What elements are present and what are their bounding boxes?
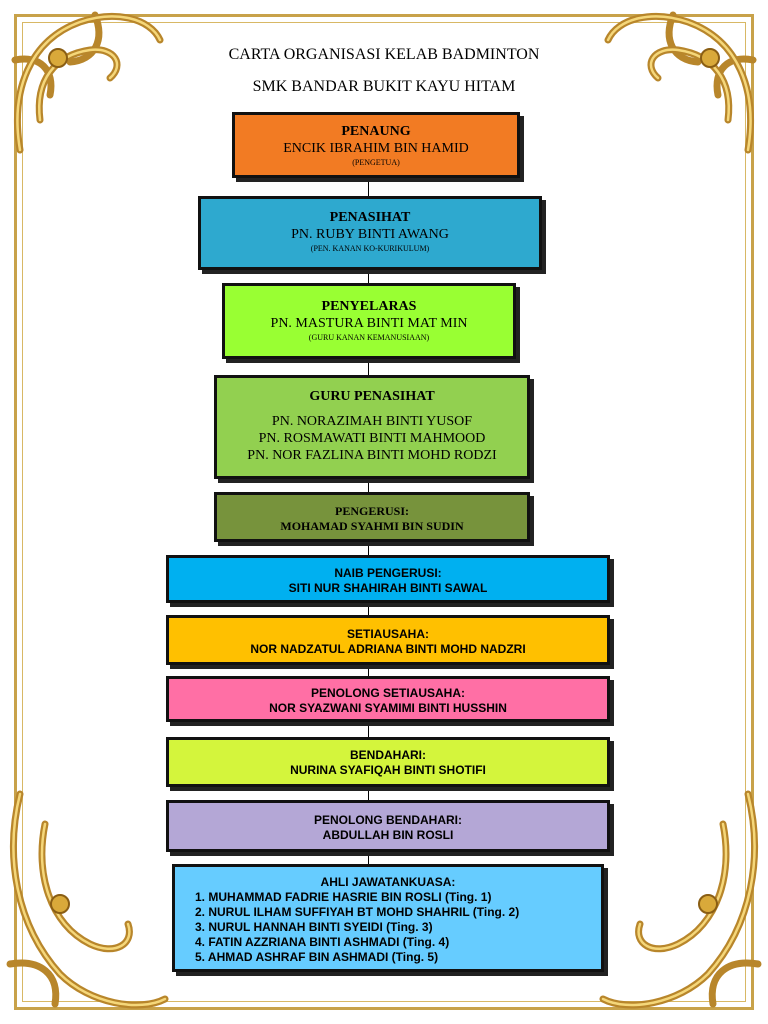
- node-guru-penasihat: GURU PENASIHAT PN. NORAZIMAH BINTI YUSOF…: [214, 375, 530, 479]
- node-role: PENGERUSI:: [334, 504, 409, 518]
- node-penolong-setiausaha: PENOLONG SETIAUSAHA: NOR SYAZWANI SYAMIM…: [166, 676, 610, 722]
- node-bendahari: BENDAHARI: NURINA SYAFIQAH BINTI SHOTIFI: [166, 737, 610, 787]
- node-name: NURINA SYAFIQAH BINTI SHOTIFI: [290, 763, 486, 777]
- node-note: (PENGETUA): [352, 158, 400, 167]
- node-ahli-jawatankuasa: AHLI JAWATANKUASA: 1. MUHAMMAD FADRIE HA…: [172, 864, 604, 972]
- list-item: 1. MUHAMMAD FADRIE HASRIE BIN ROSLI (Tin…: [195, 890, 492, 904]
- page-frame-inner: [22, 22, 746, 1002]
- node-role: PENASIHAT: [329, 210, 411, 225]
- member-list: 1. MUHAMMAD FADRIE HASRIE BIN ROSLI (Tin…: [195, 890, 601, 965]
- node-name: PN. MASTURA BINTI MAT MIN: [270, 316, 468, 331]
- node-name: PN. ROSMAWATI BINTI MAHMOOD: [258, 431, 486, 446]
- node-name: NOR SYAZWANI SYAMIMI BINTI HUSSHIN: [269, 701, 507, 715]
- list-item: 4. FATIN AZZRIANA BINTI ASHMADI (Ting. 4…: [195, 935, 450, 949]
- node-pengerusi: PENGERUSI: MOHAMAD SYAHMI BIN SUDIN: [214, 492, 530, 542]
- node-role: PENOLONG SETIAUSAHA:: [310, 686, 465, 700]
- ornament-top-right-icon: [604, 11, 757, 154]
- ornament-top-left-icon: [11, 11, 164, 154]
- node-role: PENAUNG: [341, 124, 411, 139]
- page-frame: [14, 14, 754, 1010]
- node-setiausaha: SETIAUSAHA: NOR NADZATUL ADRIANA BINTI M…: [166, 615, 610, 665]
- node-name: ABDULLAH BIN ROSLI: [322, 828, 454, 842]
- ornament-bottom-right-icon: [599, 790, 762, 1009]
- node-role: PENOLONG BENDAHARI:: [313, 813, 462, 827]
- node-name: PN. NOR FAZLINA BINTI MOHD RODZI: [247, 448, 497, 463]
- node-naib-pengerusi: NAIB PENGERUSI: SITI NUR SHAHIRAH BINTI …: [166, 555, 610, 603]
- chart-title-line-1: CARTA ORGANISASI KELAB BADMINTON: [228, 46, 540, 63]
- list-item: 2. NURUL ILHAM SUFFIYAH BT MOHD SHAHRIL …: [195, 905, 520, 919]
- node-penolong-bendahari: PENOLONG BENDAHARI: ABDULLAH BIN ROSLI: [166, 800, 610, 852]
- node-role: GURU PENASIHAT: [309, 389, 435, 404]
- node-penasihat: PENASIHAT PN. RUBY BINTI AWANG (PEN. KAN…: [198, 196, 542, 270]
- chart-title-line-2: SMK BANDAR BUKIT KAYU HITAM: [252, 78, 516, 95]
- node-role: SETIAUSAHA:: [346, 627, 429, 641]
- node-name: PN. RUBY BINTI AWANG: [291, 227, 449, 242]
- node-name: ENCIK IBRAHIM BIN HAMID: [283, 141, 469, 156]
- node-note: (GURU KANAN KEMANUSIAAN): [308, 333, 430, 342]
- ornament-bottom-left-icon: [6, 790, 169, 1009]
- node-role: NAIB PENGERUSI:: [334, 566, 442, 580]
- node-name: PN. NORAZIMAH BINTI YUSOF: [271, 414, 473, 429]
- node-role: AHLI JAWATANKUASA:: [320, 875, 456, 889]
- node-name: NOR NADZATUL ADRIANA BINTI MOHD NADZRI: [250, 642, 526, 656]
- list-item: 5. AHMAD ASHRAF BIN ASHMADI (Ting. 5): [195, 950, 439, 964]
- list-item: 3. NURUL HANNAH BINTI SYEIDI (Ting. 3): [195, 920, 433, 934]
- node-role: PENYELARAS: [321, 299, 417, 314]
- node-penaung: PENAUNG ENCIK IBRAHIM BIN HAMID (PENGETU…: [232, 112, 520, 178]
- node-note: (PEN. KANAN KO-KURIKULUM): [310, 244, 430, 253]
- node-name: SITI NUR SHAHIRAH BINTI SAWAL: [288, 581, 488, 595]
- node-name: MOHAMAD SYAHMI BIN SUDIN: [280, 519, 464, 533]
- node-penyelaras: PENYELARAS PN. MASTURA BINTI MAT MIN (GU…: [222, 283, 516, 359]
- node-role: BENDAHARI:: [350, 748, 426, 762]
